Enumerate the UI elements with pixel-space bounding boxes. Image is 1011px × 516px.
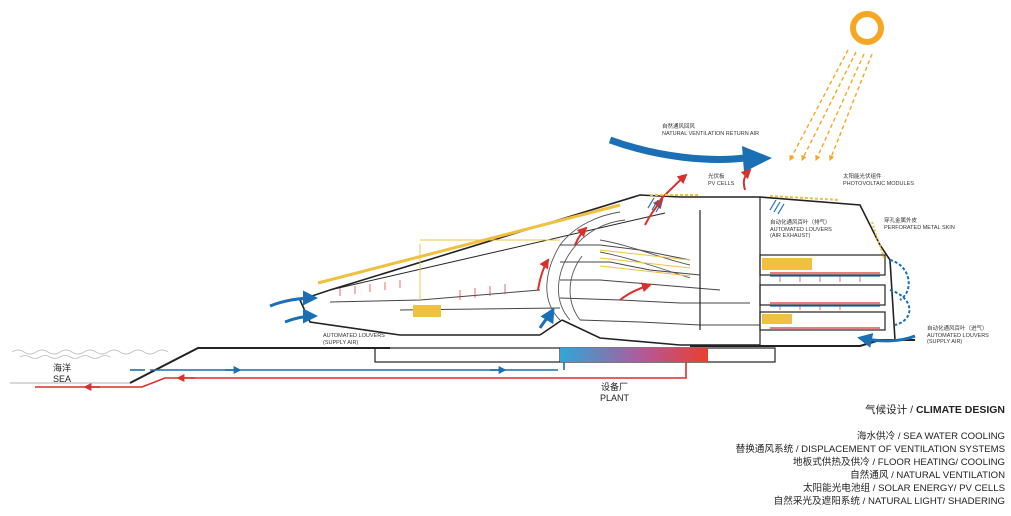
label-photovoltaic-modules: 太阳能光伏组件 PHOTOVOLTAIC MODULES <box>843 174 914 187</box>
legend-item: 地板式供热及供冷 / FLOOR HEATING/ COOLING <box>793 457 1005 468</box>
label-automated-louvers-supply-right: 自动化通风百叶（进气） AUTOMATED LOUVERS (SUPPLY AI… <box>927 326 989 345</box>
label-pv-cells: 光伏板 PV CELLS <box>708 174 735 187</box>
atrium-curves <box>546 211 691 321</box>
solar-panel-block <box>762 314 792 324</box>
return-air-arrow <box>608 136 746 163</box>
sun-icon <box>850 11 884 45</box>
label-natural-ventilation-return-air: 自然通风回风 NATURAL VENTILATION RETURN AIR <box>662 124 760 137</box>
legend-title: 气候设计 / CLIMATE DESIGN <box>865 404 1005 416</box>
sea-waves <box>11 349 169 359</box>
legend-item: 替换通风系统 / DISPLACEMENT OF VENTILATION SYS… <box>735 444 1005 455</box>
plant-heat-exchanger <box>560 348 708 362</box>
solar-panel-block <box>762 258 812 270</box>
legend-item: 海水供冷 / SEA WATER COOLING <box>856 431 1005 442</box>
label-automated-louvers-exhaust: 自动化通风百叶（排气） AUTOMATED LOUVERS (AIR EXHAU… <box>770 220 832 239</box>
label-automated-louvers-supply-left: AUTOMATED LOUVERS (SUPPLY AIR) <box>323 333 385 346</box>
interior-floors-left <box>329 244 760 326</box>
sun-rays <box>789 49 873 162</box>
roof-pv-top <box>769 195 841 201</box>
floor-heating-lines <box>419 239 691 300</box>
return-air-arrowhead <box>742 146 772 172</box>
label-perforated-metal-skin: 穿孔金属外皮 PERFORATED METAL SKIN <box>884 218 955 231</box>
floor-cooling-lines <box>770 272 880 329</box>
exhaust-air-arrows <box>537 168 752 301</box>
right-tower <box>699 197 886 345</box>
displacement-ticks <box>339 276 861 310</box>
legend-item: 自然采光及遮阳系统 / NATURAL LIGHT/ SHADERING <box>773 496 1005 507</box>
sea-water-pipes <box>35 362 687 391</box>
climate-design-legend: 气候设计 / CLIMATE DESIGN 海水供冷 / SEA WATER C… <box>736 402 1005 508</box>
legend-item: 自然通风 / NATURAL VENTILATION <box>850 470 1005 481</box>
roof-pv-strip <box>317 203 621 285</box>
dashed-air-loops <box>889 259 911 326</box>
label-plant: 设备厂 PLANT <box>600 382 630 403</box>
solar-panel-block <box>413 305 441 317</box>
legend-item: 太阳能光电池组 / SOLAR ENERGY/ PV CELLS <box>802 483 1005 494</box>
label-sea: 海洋 SEA <box>53 363 72 384</box>
pv-louvers <box>647 197 785 215</box>
supply-air-arrows <box>269 290 916 348</box>
